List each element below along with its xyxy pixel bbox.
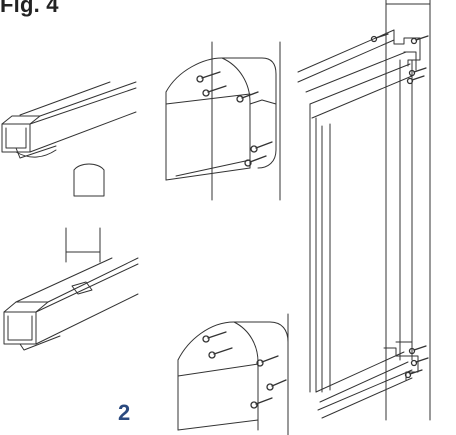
plug-insert [66,228,100,262]
frame-assembly [298,0,430,420]
upper-bracket-assembly [166,42,280,200]
figure-title: Fig. 4 [0,0,59,17]
lower-tube [4,258,138,350]
frame-screws [372,34,429,378]
upper-screws [197,72,272,166]
step-number: 2 [118,400,131,425]
tube-with-end-cap [2,82,136,158]
lower-bracket-assembly [178,314,288,435]
lower-screws [203,332,286,408]
end-cap-plug [74,164,104,196]
